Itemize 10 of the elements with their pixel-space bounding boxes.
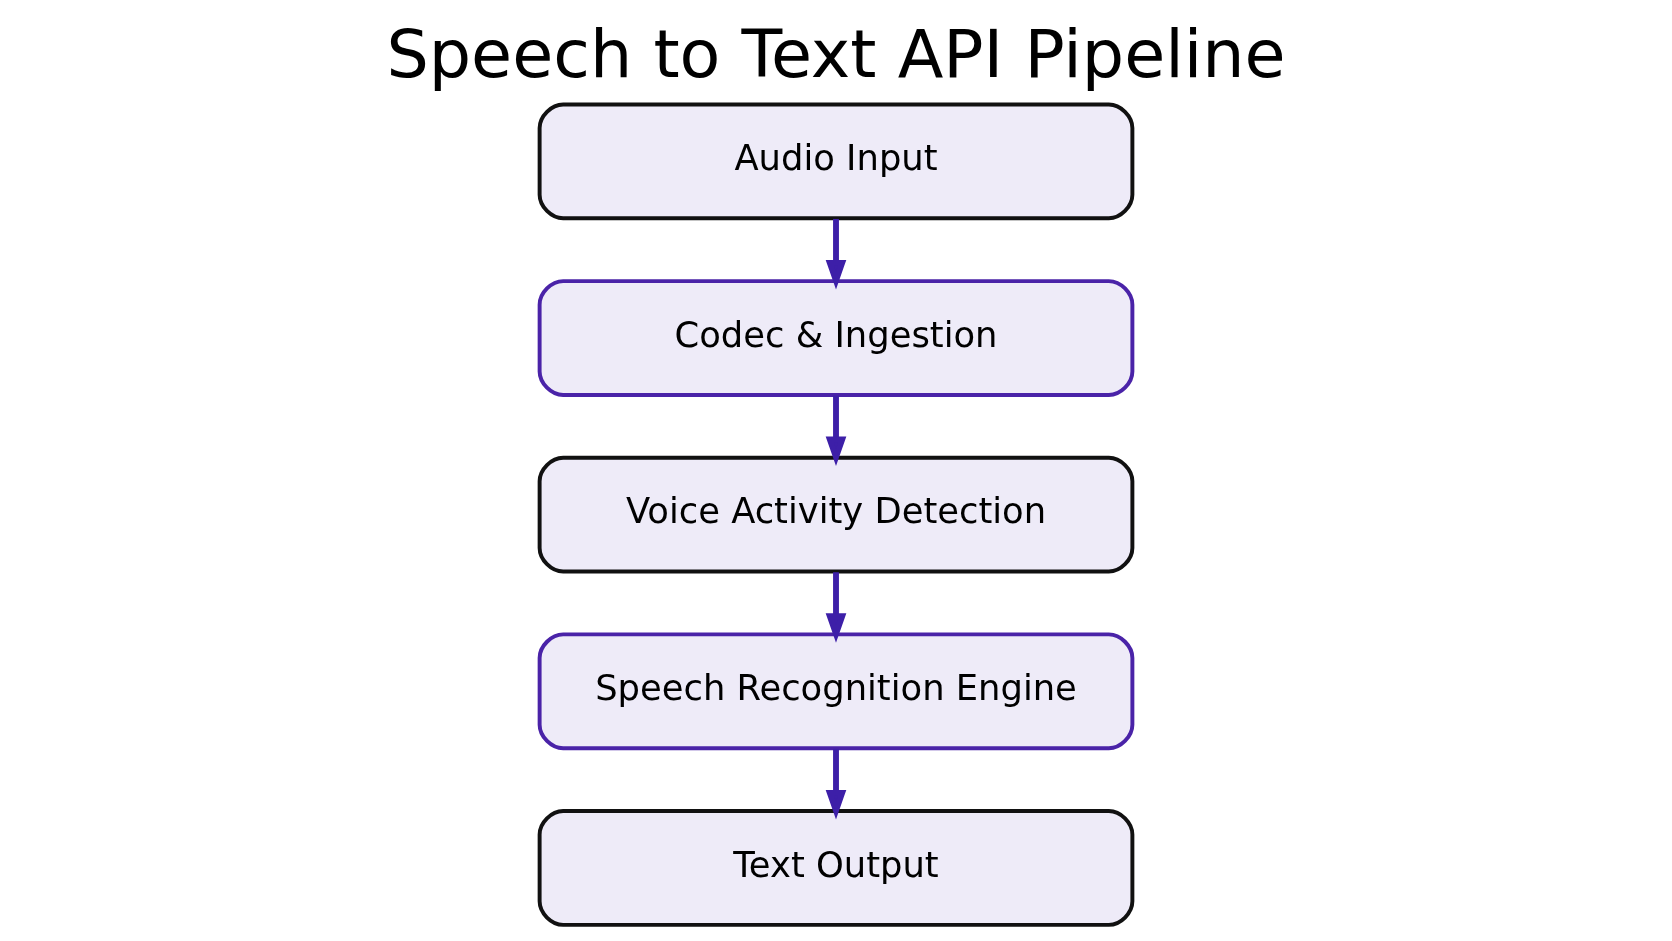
arrow — [825, 748, 847, 820]
diagram-title: Speech to Text API Pipeline — [386, 15, 1286, 94]
node-box: Audio Input — [537, 102, 1135, 221]
arrow — [825, 572, 847, 643]
arrow — [825, 395, 847, 467]
node-box: Text Output — [537, 809, 1135, 927]
node-box: Codec & Ingestion — [537, 279, 1135, 397]
node-box: Voice Activity Detection — [537, 455, 1135, 574]
node-box: Speech Recognition Engine — [537, 632, 1135, 751]
arrow — [825, 218, 847, 290]
